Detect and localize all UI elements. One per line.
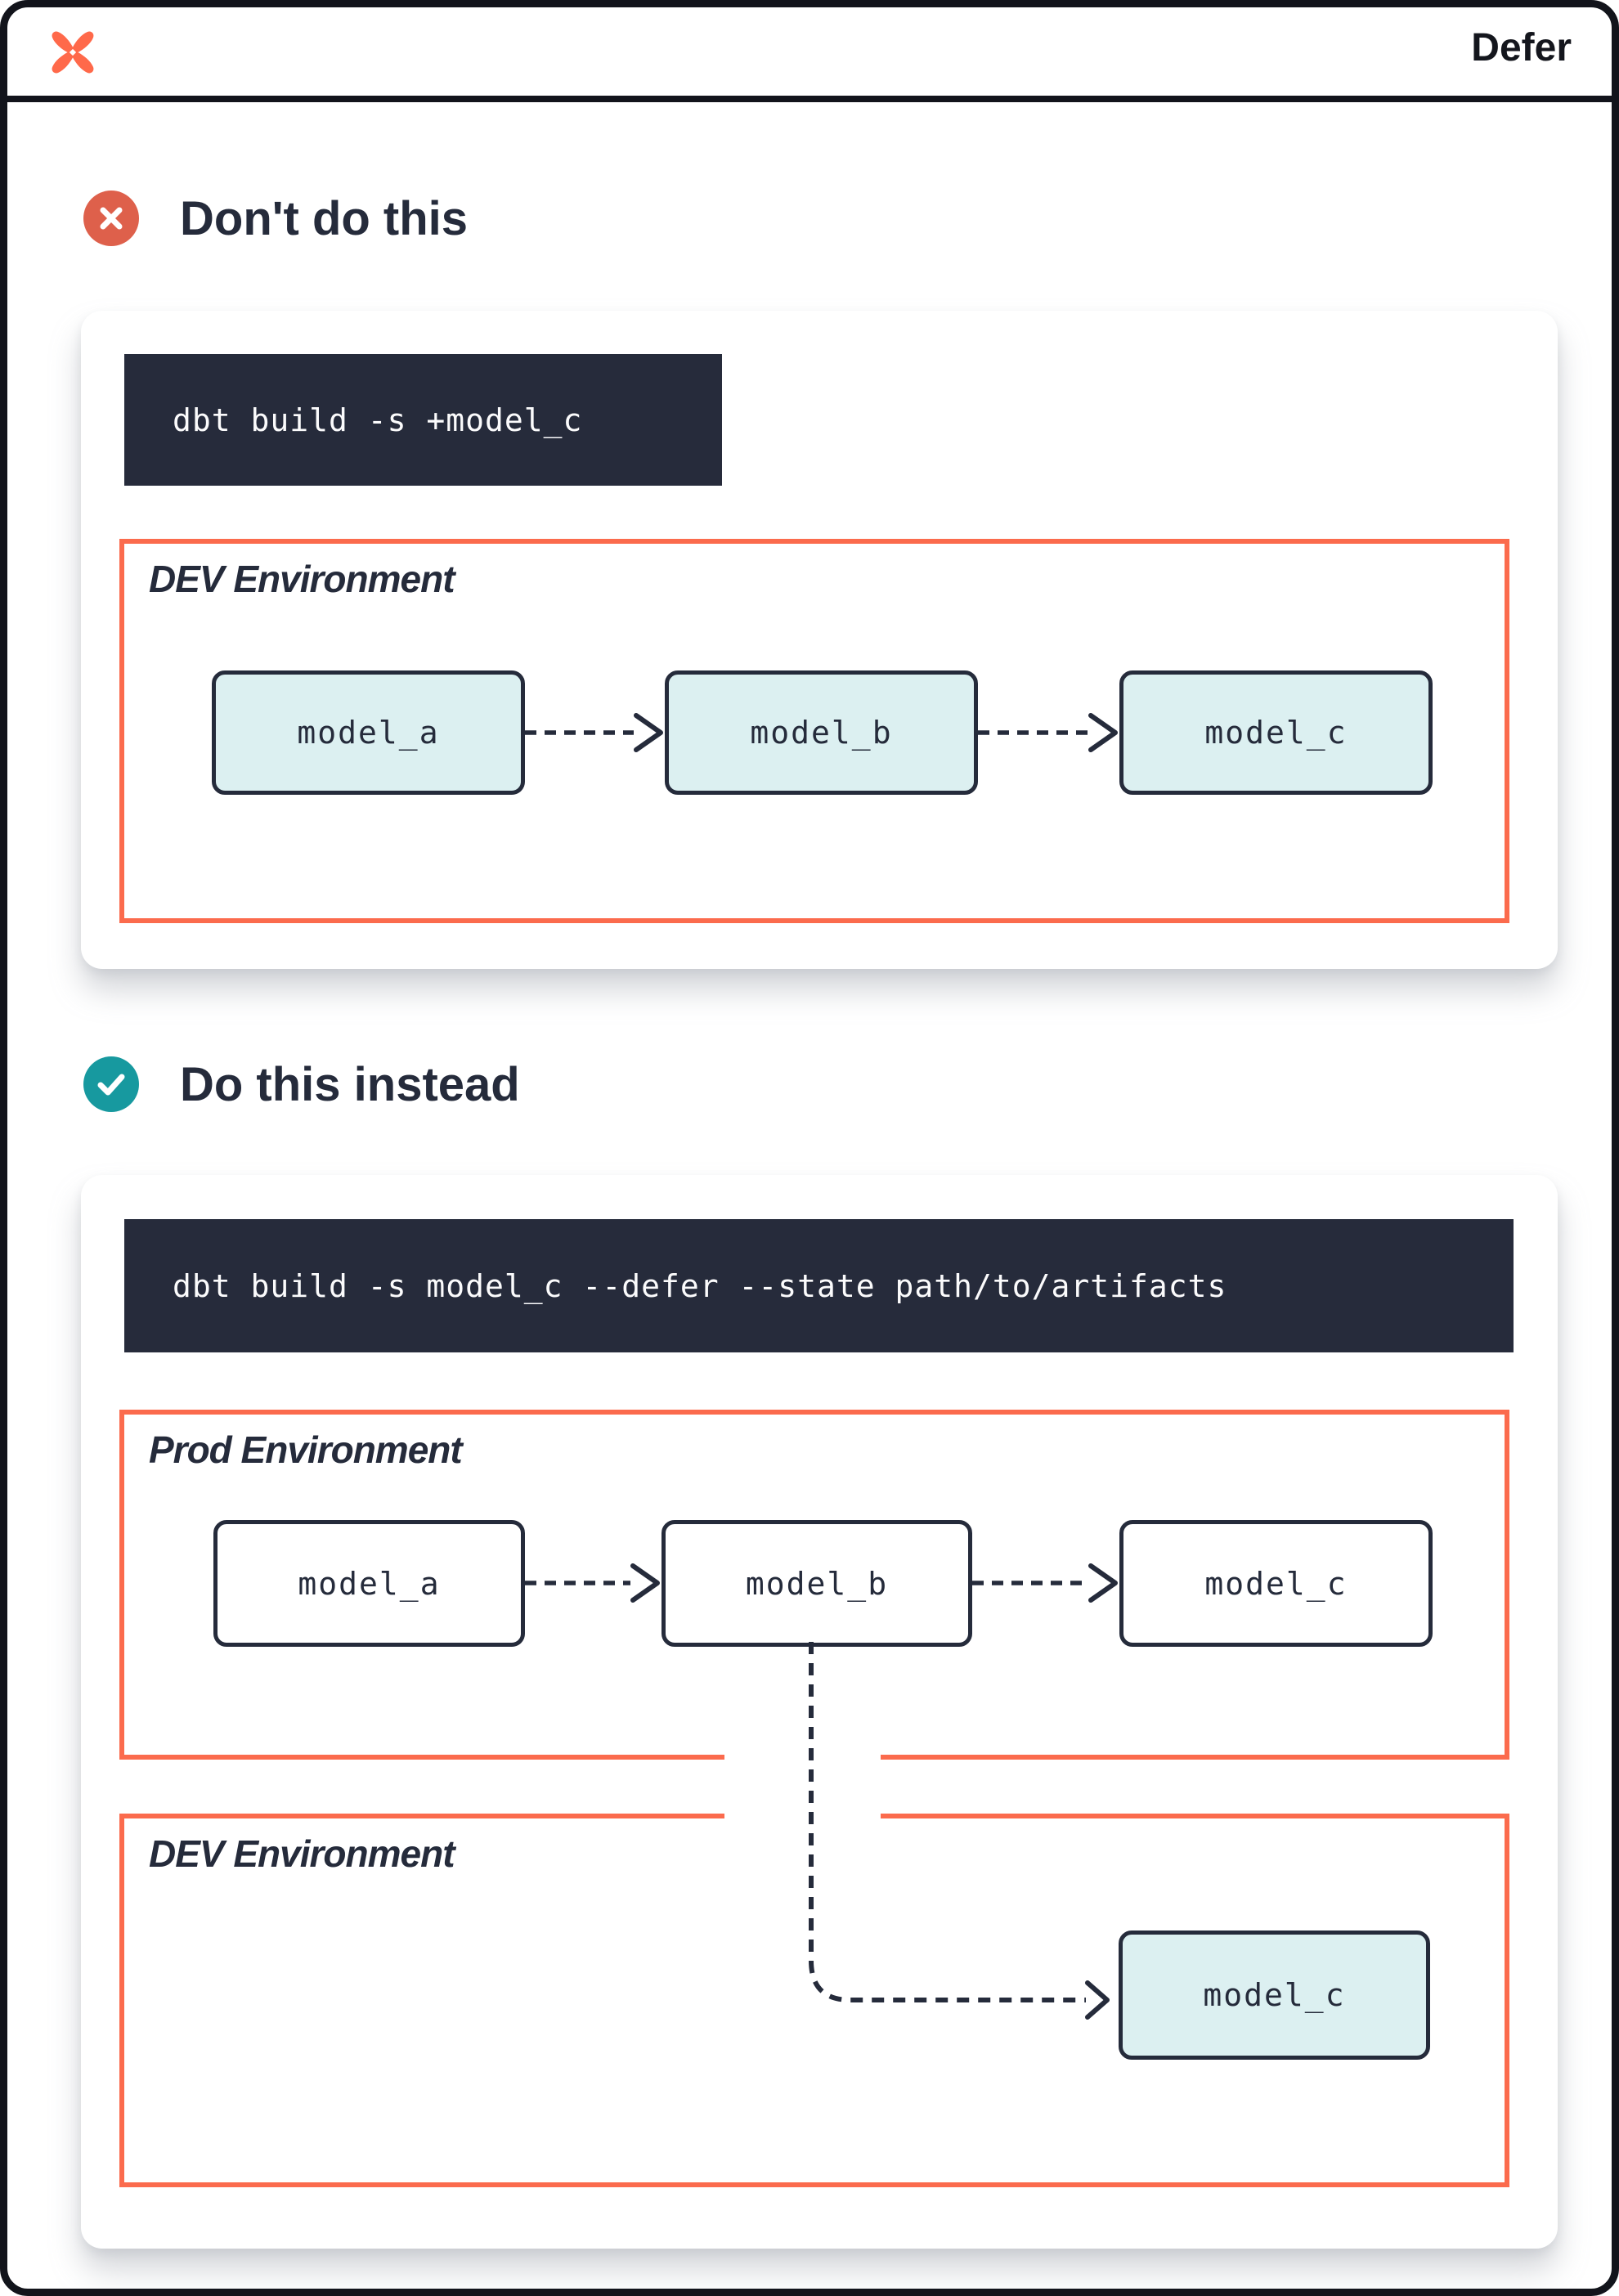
dev-environment-box-2: DEV Environment model_c (119, 1813, 1509, 2187)
model-b-node: model_b (665, 670, 978, 795)
prod-environment-box: Prod Environment model_a model_b model_c (119, 1410, 1509, 1760)
border-gap (724, 1813, 881, 1819)
model-b-node: model_b (662, 1520, 972, 1647)
dashed-arrow-icon (978, 713, 1118, 752)
defer-connector-arrow (809, 1642, 1110, 2020)
dashed-arrow-icon (525, 713, 663, 752)
code-block-dont: dbt build -s +model_c (124, 354, 722, 486)
do-card: dbt build -s model_c --defer --state pat… (81, 1175, 1558, 2249)
window-titlebar: Defer (0, 0, 1619, 102)
border-gap (724, 1754, 881, 1760)
dashed-arrow-icon (525, 1563, 660, 1603)
model-c-node: model_c (1119, 670, 1433, 795)
page-title: Defer (1471, 26, 1572, 70)
dashed-arrow-icon (972, 1563, 1118, 1603)
dev-environment-box-1: DEV Environment model_a model_b model_c (119, 539, 1509, 923)
env-label: DEV Environment (149, 1832, 455, 1875)
dont-card: dbt build -s +model_c DEV Environment mo… (81, 311, 1558, 969)
env-label: Prod Environment (149, 1428, 463, 1471)
section-heading-do: Do this instead (180, 1058, 520, 1111)
x-circle-icon (83, 191, 139, 246)
check-circle-icon (83, 1056, 139, 1112)
env-label: DEV Environment (149, 558, 455, 600)
model-a-node: model_a (212, 670, 525, 795)
dbt-logo-icon (52, 31, 94, 74)
code-block-do: dbt build -s model_c --defer --state pat… (124, 1219, 1514, 1352)
model-a-node: model_a (213, 1520, 525, 1647)
model-c-node: model_c (1119, 1520, 1433, 1647)
model-c-dev-node: model_c (1119, 1931, 1430, 2060)
section-heading-dont: Don't do this (180, 192, 469, 245)
